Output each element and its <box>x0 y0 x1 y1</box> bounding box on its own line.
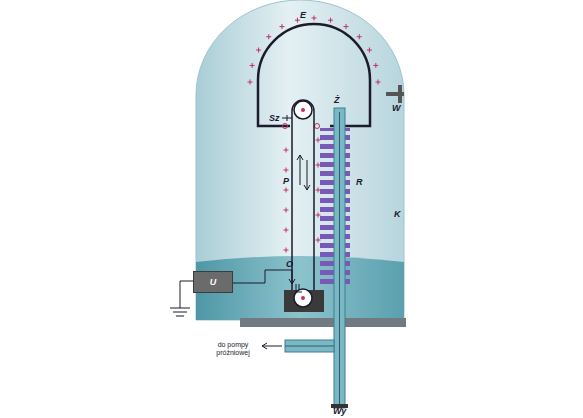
power-supply-box: U <box>193 271 233 293</box>
comb-label: O <box>286 260 293 269</box>
tube-label: Ż <box>334 96 340 105</box>
charge-sign <box>250 63 255 68</box>
charge-sign <box>284 228 289 233</box>
window-label: W <box>392 104 401 113</box>
charge-sign <box>344 24 349 29</box>
charge-sign <box>284 208 289 213</box>
charge-sign <box>284 248 289 253</box>
charge-sign <box>328 18 333 23</box>
column-label: R <box>356 178 363 187</box>
charge-sign <box>316 163 321 168</box>
charge-sign <box>280 24 285 29</box>
charge-sign <box>357 34 362 39</box>
charge-sign <box>312 16 317 21</box>
charge-sign <box>284 188 289 193</box>
charge-sign <box>295 18 300 23</box>
belt-label: P <box>283 177 289 186</box>
charge-sign <box>284 148 289 153</box>
electrode-label: E <box>300 11 306 20</box>
charge-sign <box>316 188 321 193</box>
pump-note: do pompy próżniowej <box>207 341 259 356</box>
charge-sign <box>373 63 378 68</box>
charge-sign <box>316 213 321 218</box>
housing-label: K <box>394 210 401 219</box>
charge-sign <box>367 48 372 53</box>
comb-label: Sz <box>269 114 280 123</box>
charge-sign <box>266 34 271 39</box>
charge-sign <box>316 238 321 243</box>
charge-sign <box>256 48 261 53</box>
charge-sign <box>248 80 253 85</box>
node-label: U <box>210 277 217 287</box>
charge-sign <box>316 138 321 143</box>
charge-sign <box>284 168 289 173</box>
output-label: Wy <box>333 407 346 416</box>
charge-sign <box>376 80 381 85</box>
